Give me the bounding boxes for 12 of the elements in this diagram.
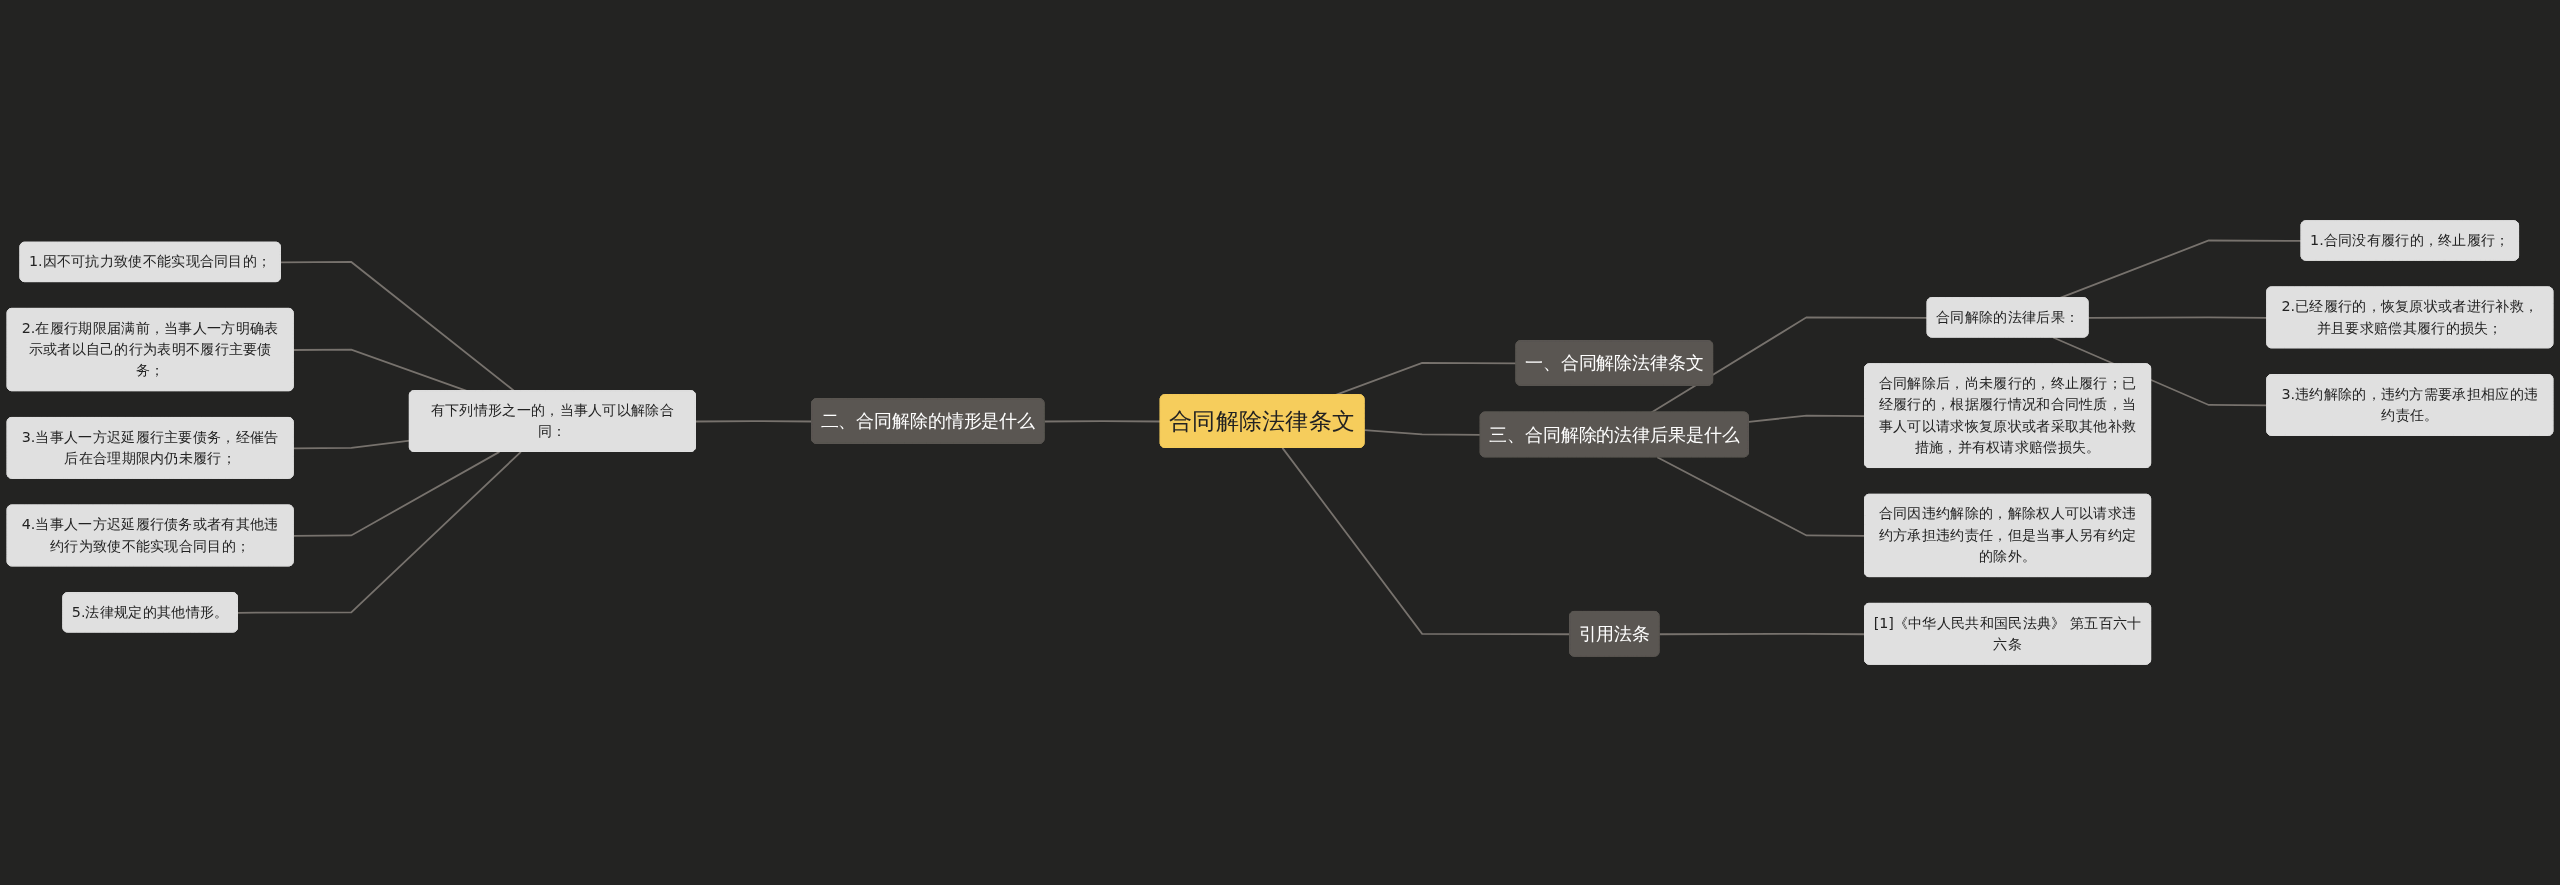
connector: [292, 439, 411, 450]
connector: [1658, 632, 1866, 636]
connector: [1043, 420, 1162, 423]
connector: [237, 451, 522, 614]
connector: [1363, 429, 1482, 436]
connector: [292, 451, 501, 537]
connector: [1281, 446, 1571, 636]
connector: [1747, 414, 1866, 423]
connector: [279, 261, 516, 392]
connector: [1650, 316, 1929, 414]
connector: [1656, 456, 1866, 537]
connector: [694, 420, 813, 423]
